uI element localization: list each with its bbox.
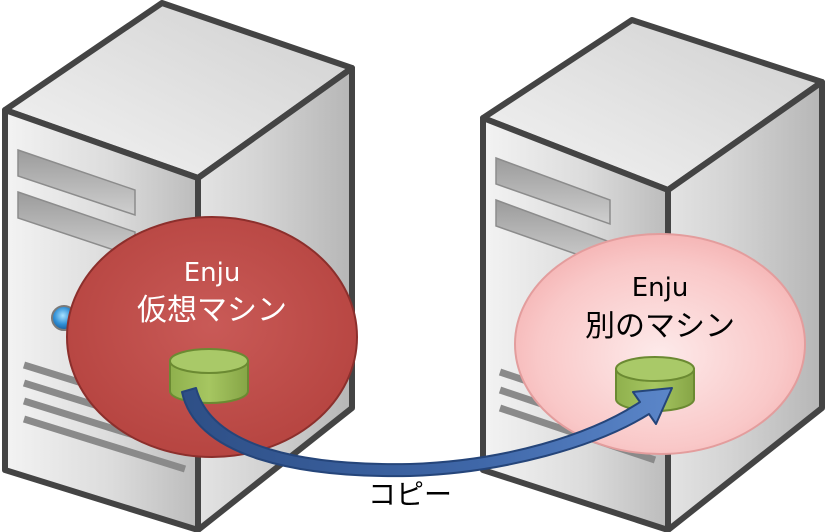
copy-arrow-icon [181,387,673,478]
source-vm-node: Enju 仮想マシン [66,216,358,458]
copy-label: コピー [368,478,452,511]
source-vm-name: Enju [184,258,241,288]
target-vm-node: Enju 別のマシン [514,233,806,455]
target-vm-name: Enju [632,273,689,303]
source-vm-label: 仮想マシン [137,293,287,328]
target-vm-label: 別のマシン [585,309,735,344]
